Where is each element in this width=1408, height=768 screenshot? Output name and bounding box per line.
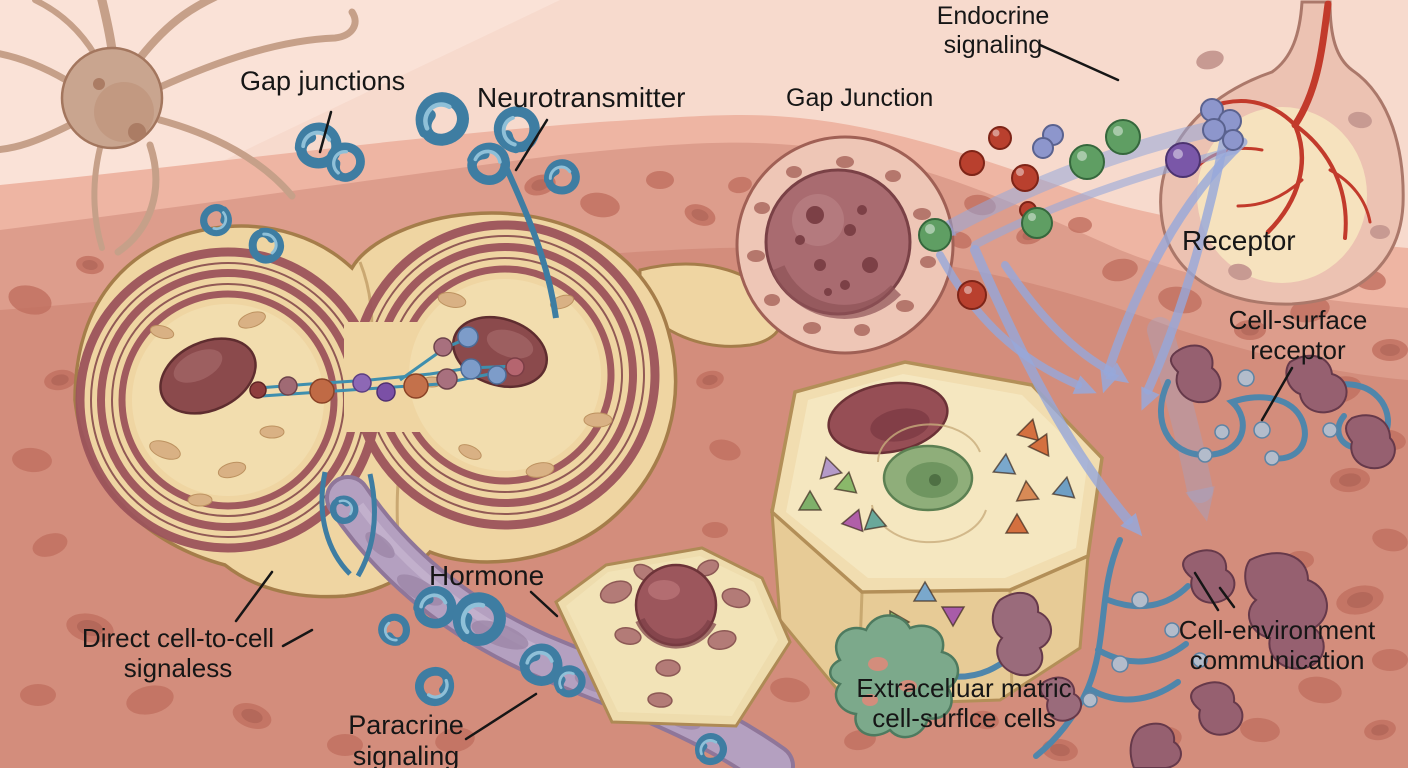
small-pentagon-cell xyxy=(554,546,792,728)
label-gap-junctions: Gap junctions xyxy=(240,66,406,96)
signaling-cell-round xyxy=(735,135,955,355)
label-cell-environment: Cell-environment communication xyxy=(1178,615,1376,675)
leader-lines xyxy=(234,43,1294,741)
label-receptor: Receptor xyxy=(1182,225,1296,256)
gap-junction-molecule-chain xyxy=(249,326,525,404)
label-hormone: Hormone xyxy=(429,560,545,591)
label-neurotransmitter: Neurotransmitter xyxy=(477,82,686,113)
label-direct-cell-to-cell: Direct cell-to-cell signaless xyxy=(81,623,275,683)
gap-junction-ribbons xyxy=(199,93,578,578)
double-cell-gap-junction xyxy=(73,211,784,599)
label-cell-surface-receptor: Cell-surface receptor xyxy=(1228,305,1368,365)
extracellular-matrix-structure xyxy=(829,614,960,739)
label-extracellular-matrix: Extracelluar matric cell-surflce cells xyxy=(856,673,1072,733)
label-gap-junction: Gap Junction xyxy=(786,84,934,112)
label-endocrine-signaling: Endocrine signaling xyxy=(936,2,1050,59)
neuron-cell xyxy=(0,0,359,256)
cell-surface-receptor-structure xyxy=(945,344,1396,768)
label-paracrine-signaling: Paracrine signaling xyxy=(348,710,464,768)
hormone-spheres xyxy=(918,98,1244,310)
